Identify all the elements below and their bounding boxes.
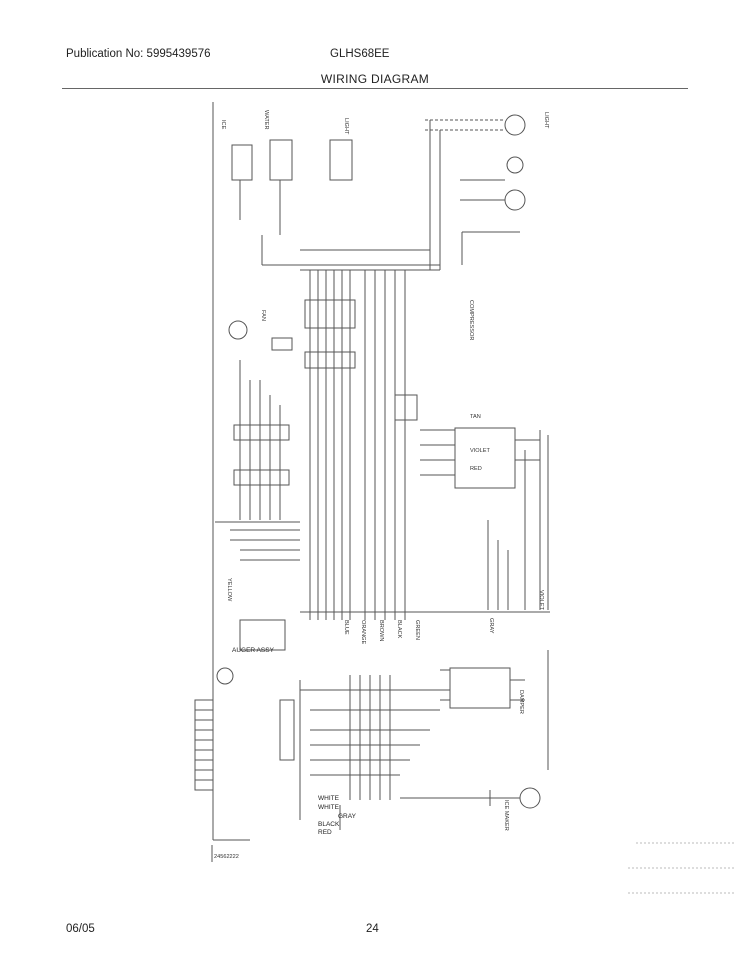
- lamp-2: [506, 156, 524, 174]
- drawing-number: 24562222: [214, 854, 239, 860]
- control-board: [454, 427, 516, 489]
- label-wire-black: BLACK: [396, 620, 402, 639]
- harness-block-top: [304, 299, 356, 329]
- footer-date: 06/05: [66, 923, 95, 935]
- label-board-1: TAN: [470, 414, 481, 420]
- label-wire-orange: ORANGE: [360, 620, 366, 645]
- relay-symbol: [394, 394, 418, 421]
- label-compressor: COMPRESSOR: [468, 300, 474, 340]
- lamp-1: [504, 114, 526, 136]
- switch-component-1: [231, 144, 253, 181]
- label-wire-violet: VIOLET: [538, 590, 544, 610]
- label-wire-yellow: YELLOW: [226, 578, 232, 602]
- lamp-bottom: [519, 787, 541, 809]
- connector-label-black: BLACK: [318, 821, 340, 828]
- label-board-3: RED: [470, 466, 482, 472]
- label-wire-green: GREEN: [414, 620, 420, 640]
- main-connector: [194, 699, 214, 791]
- page-title: WIRING DIAGRAM: [320, 72, 430, 86]
- page-number: 24: [366, 923, 379, 935]
- model-number: GLHS68EE: [330, 48, 390, 60]
- label-fan: FAN: [260, 310, 266, 321]
- label-wire-blue: BLUE: [343, 620, 349, 635]
- connector-label-red: RED: [318, 829, 332, 836]
- switch-component-2: [269, 139, 293, 181]
- label-top-left-1: ICE: [220, 120, 226, 130]
- label-auger: AUGER ASSY: [232, 647, 275, 654]
- label-icemaker: ICE MAKER: [503, 800, 509, 831]
- label-wire-brown: BROWN: [378, 620, 384, 641]
- publication-number: Publication No: 5995439576: [66, 48, 211, 60]
- label-top-mid: LIGHT: [343, 118, 349, 135]
- damper-assembly: [449, 667, 511, 709]
- label-board-2: VIOLET: [470, 448, 490, 454]
- label-top-left-2: WATER: [263, 110, 269, 130]
- connector-label-gray: GRAY: [338, 813, 357, 820]
- auger-motor: [216, 667, 234, 685]
- harness-block-mid: [304, 351, 356, 369]
- switch-component-3: [329, 139, 353, 181]
- header-divider: [62, 88, 688, 89]
- label-top-right: LIGHT: [543, 112, 549, 129]
- interface-connector: [279, 699, 295, 761]
- connector-left-1: [233, 424, 290, 441]
- label-damper: DAMPER: [518, 690, 524, 714]
- fan-motor: [228, 320, 248, 340]
- connector-label-white-1: WHITE: [318, 795, 340, 802]
- connector-left-2: [233, 469, 290, 486]
- lamp-3: [504, 189, 526, 211]
- label-wire-gray: GRAY: [488, 618, 494, 634]
- connector-label-white-2: WHITE: [318, 804, 340, 811]
